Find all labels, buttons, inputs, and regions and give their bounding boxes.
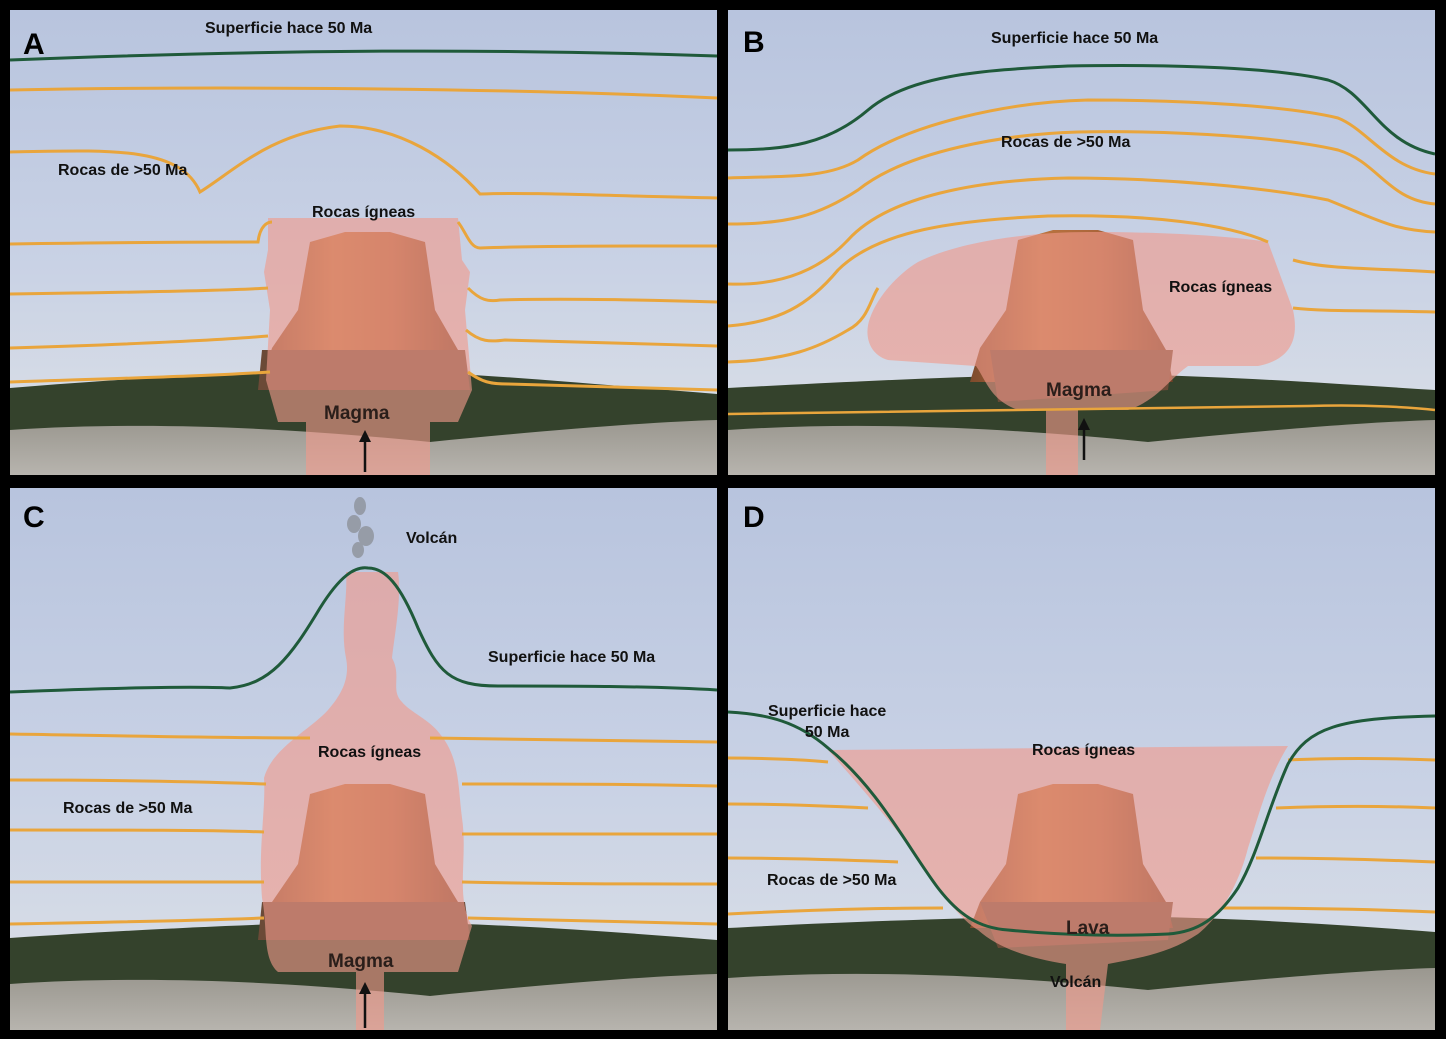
magma-label: Magma: [1046, 380, 1112, 401]
igneous-rock-body: [260, 572, 472, 1030]
rock-layers: [10, 732, 717, 926]
igneous-rock-body: [264, 218, 472, 475]
panel-b-illustration: [728, 10, 1435, 475]
lava-label: Lava: [1066, 918, 1110, 939]
volcano-plume-icon: [347, 497, 374, 558]
surface-50ma-line: [10, 49, 717, 62]
panel-d: D Superficie hace 50 Ma Rocas ígneas Roc…: [728, 488, 1435, 1030]
rock-layers: [728, 98, 1435, 416]
panel-a-illustration: [10, 10, 717, 475]
igneous-rocks-label: Rocas ígneas: [312, 204, 416, 221]
magma-arrow-icon: [1078, 418, 1090, 460]
old-rocks-label: Rocas de >50 Ma: [63, 800, 193, 817]
rock-layers: [10, 86, 717, 392]
magma-arrow-icon: [359, 982, 371, 1028]
surface-50ma-label: Superficie hace 50 Ma: [768, 702, 886, 744]
panel-label: A: [23, 28, 45, 61]
igneous-rock-body: [867, 232, 1295, 475]
igneous-rock-body: [828, 746, 1288, 1030]
panel-c-illustration: [10, 488, 717, 1030]
igneous-rocks-label: Rocas ígneas: [1169, 279, 1273, 296]
rock-layers: [728, 756, 1435, 916]
panel-label: B: [743, 26, 765, 59]
volcano-label: Volcán: [1050, 974, 1102, 991]
panel-b: B Superficie hace 50 Ma Rocas de >50 Ma …: [728, 10, 1435, 475]
panel-label: C: [23, 501, 45, 534]
surface-label-line-2: 50 Ma: [804, 723, 850, 741]
surface-50ma-label: Superficie hace 50 Ma: [205, 20, 373, 37]
igneous-rocks-label: Rocas ígneas: [1032, 742, 1136, 759]
panel-c: C Volcán Superficie hace 50 Ma Rocas ígn…: [10, 488, 717, 1030]
old-rocks-label: Rocas de >50 Ma: [767, 872, 897, 889]
surface-50ma-line: [728, 710, 1435, 937]
magma-arrow-icon: [359, 430, 371, 472]
surface-50ma-label: Superficie hace 50 Ma: [991, 30, 1159, 47]
panel-a: A Superficie hace 50 Ma Rocas de >50 Ma …: [10, 10, 717, 475]
igneous-rocks-label: Rocas ígneas: [318, 744, 422, 761]
magma-label: Magma: [324, 403, 390, 424]
old-rocks-label: Rocas de >50 Ma: [58, 162, 188, 179]
volcano-label: Volcán: [406, 530, 458, 547]
surface-50ma-line: [728, 64, 1435, 156]
magma-label: Magma: [328, 951, 394, 972]
surface-50ma-line: [10, 566, 717, 694]
panel-label: D: [743, 501, 765, 534]
surface-label-line-1: Superficie hace: [768, 703, 887, 720]
panel-d-illustration: [728, 488, 1435, 1030]
old-rocks-label: Rocas de >50 Ma: [1001, 134, 1131, 151]
surface-50ma-label: Superficie hace 50 Ma: [488, 649, 656, 666]
